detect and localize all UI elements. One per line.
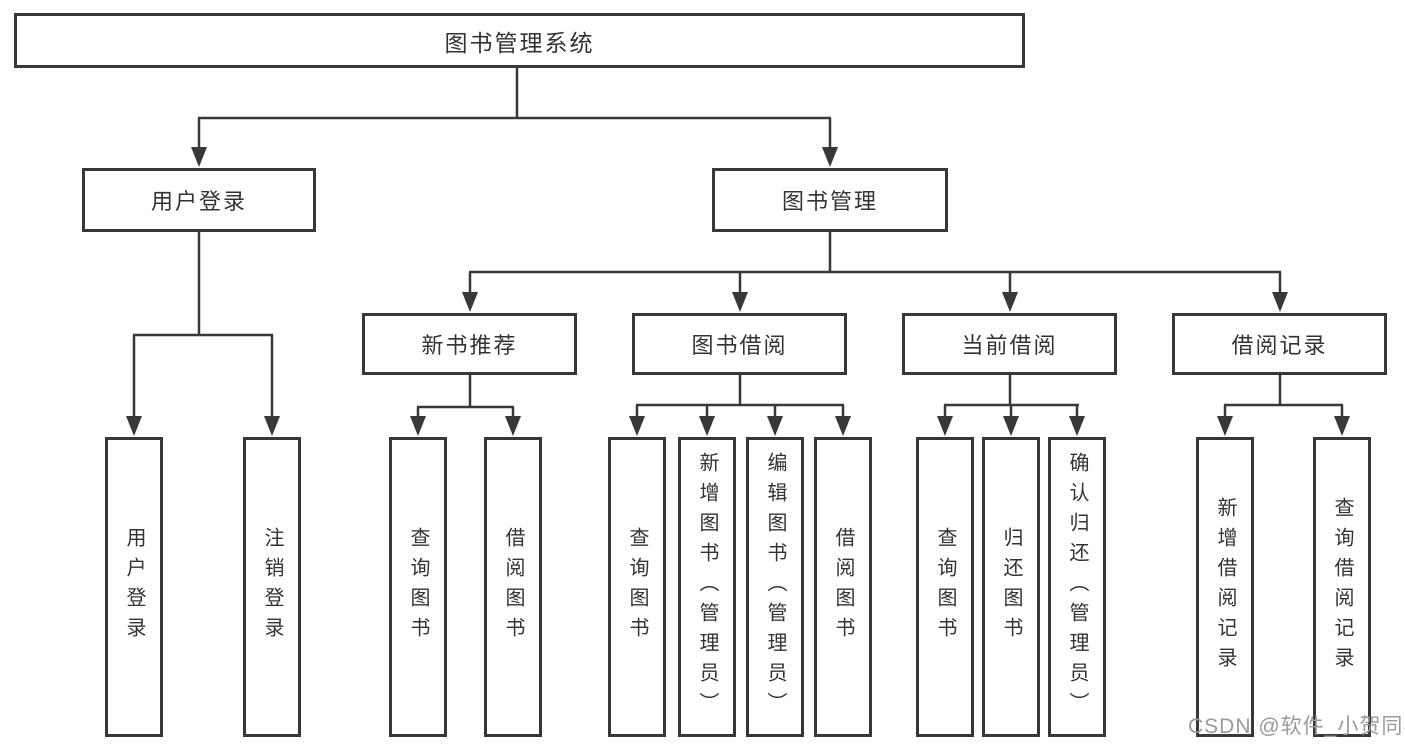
leaf-label: 新增图书（管理员） [696, 452, 718, 722]
leaf-label: 确认归还（管理员） [1066, 452, 1088, 722]
leaf-bb-add-books-admin: 新增图书（管理员） [678, 437, 736, 737]
leaf-cb-confirm-return-admin: 确认归还（管理员） [1048, 437, 1106, 737]
leaf-cb-query-books: 查询图书 [916, 437, 974, 737]
leaf-label: 查询图书 [934, 527, 956, 647]
node-book-borrow: 图书借阅 [632, 313, 847, 375]
node-current-borrow: 当前借阅 [902, 313, 1117, 375]
leaf-label: 查询图书 [407, 527, 429, 647]
tree-edges [132, 68, 1344, 421]
leaf-br-add-record: 新增借阅记录 [1196, 437, 1254, 737]
leaf-label: 用户登录 [123, 527, 145, 647]
leaf-bb-borrow-books: 借阅图书 [814, 437, 872, 737]
leaf-label: 查询图书 [626, 527, 648, 647]
leaf-label: 编辑图书（管理员） [764, 452, 786, 722]
leaf-label: 借阅图书 [832, 527, 854, 647]
node-label: 图书借阅 [691, 333, 788, 358]
leaf-label: 注销登录 [261, 527, 283, 647]
leaf-label: 借阅图书 [502, 527, 524, 647]
node-book-management: 图书管理 [712, 168, 948, 232]
csdn-watermark: CSDN @软件_小贺同学 [1188, 715, 1405, 738]
leaf-user-login: 用户登录 [105, 437, 163, 737]
node-user-login: 用户登录 [82, 168, 316, 232]
leaf-bb-query-books: 查询图书 [608, 437, 666, 737]
leaf-cb-return-books: 归还图书 [982, 437, 1040, 737]
leaf-bb-edit-books-admin: 编辑图书（管理员） [746, 437, 804, 737]
node-label: 图书管理系统 [444, 29, 595, 56]
leaf-br-query-record: 查询借阅记录 [1313, 437, 1371, 737]
node-label: 当前借阅 [961, 333, 1058, 358]
node-label: 借阅记录 [1231, 333, 1328, 358]
leaf-label: 查询借阅记录 [1331, 497, 1353, 677]
node-library-system: 图书管理系统 [14, 13, 1025, 68]
node-label: 图书管理 [781, 189, 878, 214]
node-label: 新书推荐 [421, 333, 518, 358]
leaf-logout: 注销登录 [243, 437, 301, 737]
leaf-label: 归还图书 [1000, 527, 1022, 647]
leaf-rec-borrow-books: 借阅图书 [484, 437, 542, 737]
node-new-book-recommend: 新书推荐 [362, 313, 577, 375]
leaf-label: 新增借阅记录 [1214, 497, 1236, 677]
node-borrow-records: 借阅记录 [1172, 313, 1387, 375]
leaf-rec-query-books: 查询图书 [389, 437, 447, 737]
node-label: 用户登录 [150, 189, 247, 214]
